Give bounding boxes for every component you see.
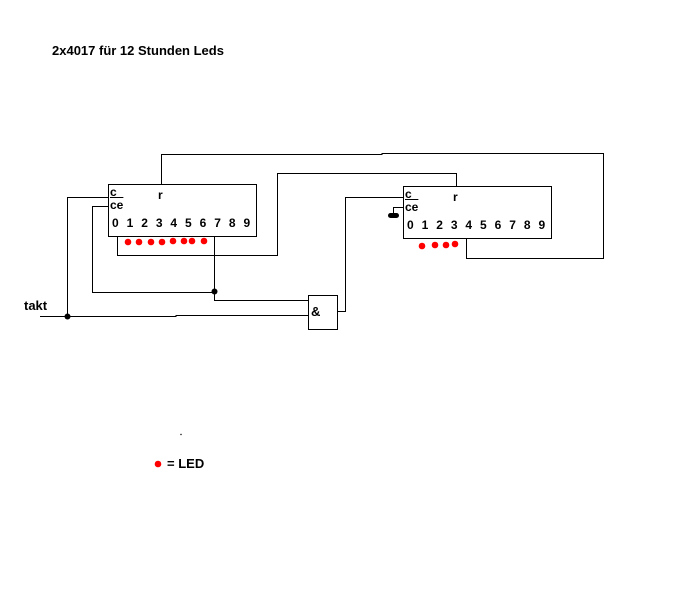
wire-clock-chip1	[67, 197, 108, 317]
chip-2-outputs: 0 1 2 3 4 5 6 7 8 9	[407, 218, 548, 232]
junction-dot	[64, 313, 71, 320]
led-dot	[158, 238, 166, 246]
chip-1-pin-c: c	[110, 185, 117, 199]
chip-1-box	[108, 184, 257, 237]
takt-label: takt	[24, 298, 48, 313]
chip-2-box	[403, 186, 552, 239]
wire-clock-chip2	[337, 197, 403, 312]
chip-1-outputs: 0 1 2 3 4 5 6 7 8 9	[112, 216, 253, 230]
led-dot	[188, 237, 196, 245]
chip-2-pin-ce: ce	[405, 200, 419, 214]
wire-reset-chip1	[161, 153, 604, 259]
wire-reset-chip2	[117, 173, 457, 256]
led-dot	[431, 241, 439, 249]
wire-ce-chip1	[92, 206, 215, 293]
led-dot	[180, 237, 188, 245]
diagram-title: 2x4017 für 12 Stunden Leds	[52, 43, 224, 58]
led-dot	[200, 237, 208, 245]
wire-q9-chip1	[214, 236, 308, 301]
ground-icon	[388, 213, 399, 218]
legend-text: = LED	[167, 456, 205, 471]
led-dot	[169, 237, 177, 245]
led-dot	[147, 238, 155, 246]
and-gate-box	[308, 295, 338, 330]
legend-led-icon	[154, 460, 162, 468]
chip-1-pin-r: r	[158, 188, 163, 202]
led-dot	[451, 240, 459, 248]
and-gate-label: &	[311, 304, 321, 319]
led-dot	[135, 238, 143, 246]
chip-2-pin-c: c	[405, 187, 412, 201]
chip-1-pin-ce: ce	[110, 198, 124, 212]
junction-dot	[211, 288, 218, 295]
led-dot	[418, 242, 426, 250]
chip-2-pin-r: r	[453, 190, 458, 204]
stray-dot	[180, 433, 182, 436]
led-dot	[124, 238, 132, 246]
led-dot	[442, 241, 450, 249]
wire-takt	[40, 315, 308, 317]
